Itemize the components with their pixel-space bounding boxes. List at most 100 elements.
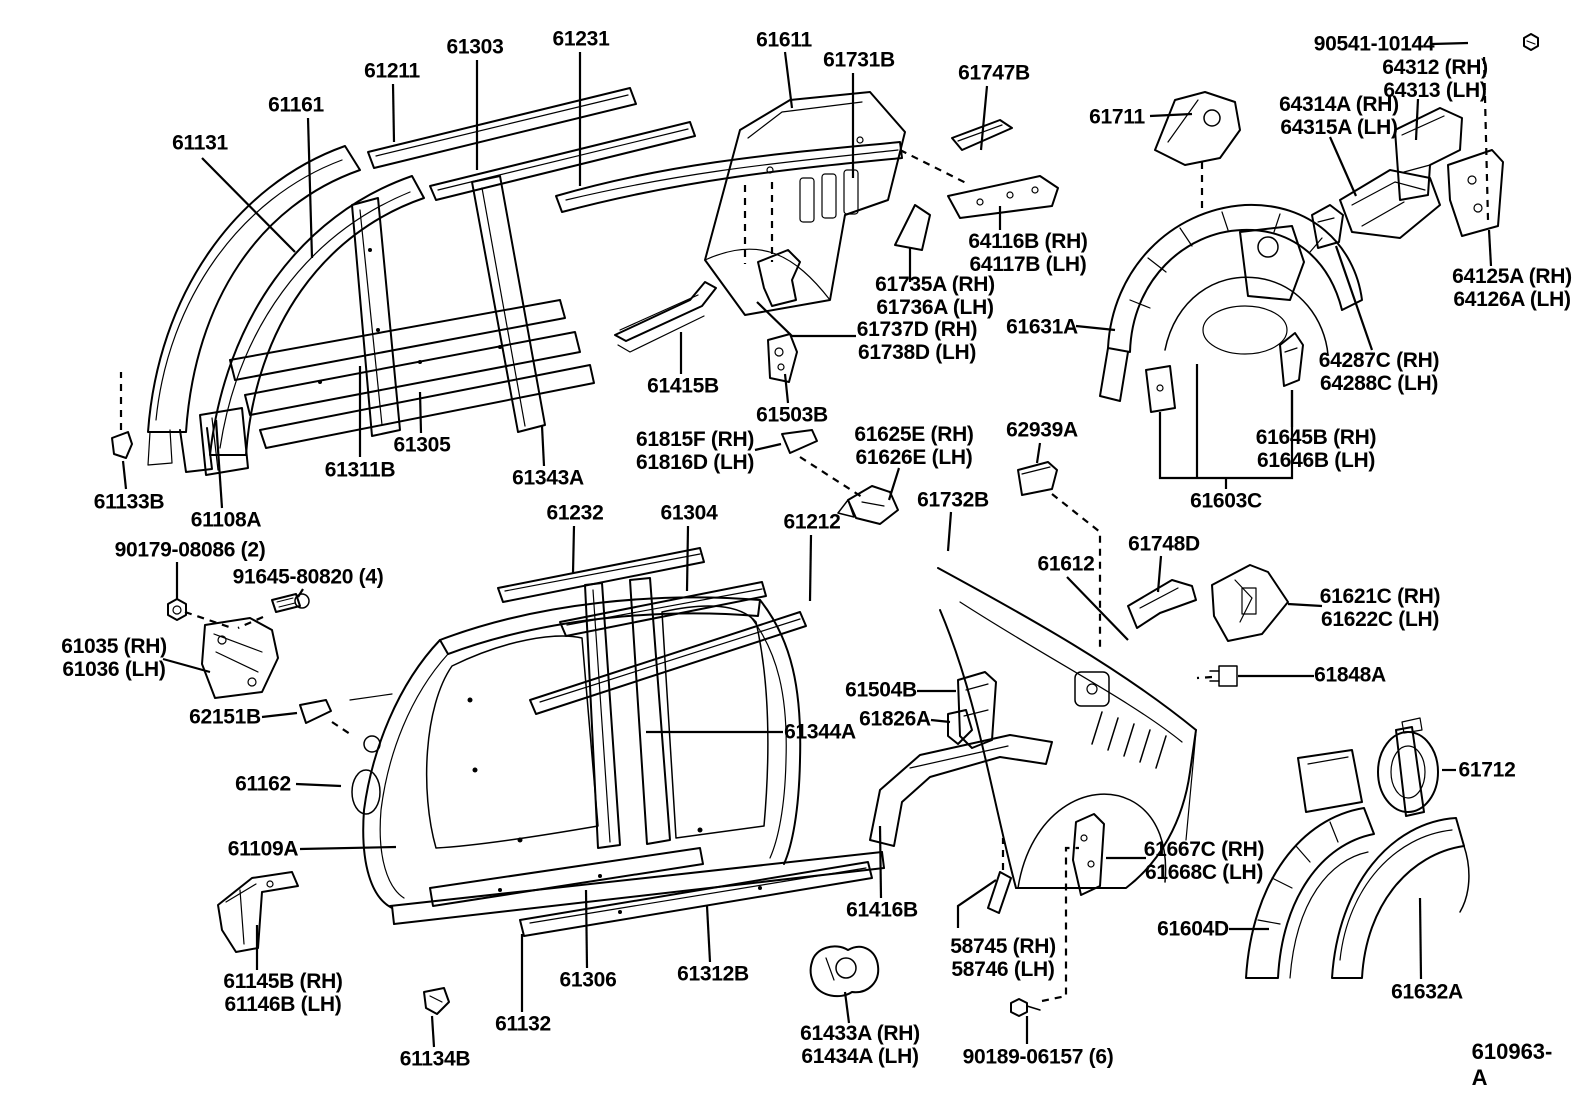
part-61311B-pillar-sketch [351,197,401,437]
part-label-90179-08086: 90179-08086 (2) [114,538,266,562]
leader-line [584,889,589,969]
leader-line [571,525,576,574]
part-61212-molding-sketch [529,611,807,715]
part-label-61035-61036: 61035 (RH) 61036 (LH) [61,634,167,681]
part-90541-bolt-icon [1523,33,1539,51]
part-61304-rail-sketch [559,581,767,637]
part-label-61162: 61162 [235,772,291,796]
part-61133B-clip-sketch [111,431,133,459]
part-label-62151B: 62151B [189,705,261,729]
leader-line [756,301,856,338]
leader-line [783,51,794,109]
part-label-61735A-61736A: 61735A (RH) 61736A (LH) [875,272,995,319]
leader-line [705,905,712,963]
part-61416B-pillar-lower-sketch [869,734,1053,847]
part-61415B-sill-sketch [614,281,717,353]
leader-line [1066,576,1129,641]
leader-line-dashed [1482,56,1490,221]
part-61631A-wheelhouse-inner-sketch [1099,203,1363,413]
part-91645-screw-icon [271,593,310,613]
part-61826A-clip-sketch [947,709,973,745]
leader-line [843,991,851,1024]
part-61305-rocker-inner-sketch [229,299,595,449]
part-label-61632A: 61632A [1391,980,1463,1004]
part-label-61732B: 61732B [917,488,989,512]
part-label-61343A: 61343A [512,466,584,490]
part-label-61826A: 61826A [859,707,931,731]
part-label-61612: 61612 [1037,552,1095,576]
diagram-reference-code: 610963-A [1471,1039,1553,1090]
part-label-61667C-61668C: 61667C (RH) 61668C (LH) [1143,837,1265,884]
part-label-61415B: 61415B [647,374,719,398]
part-label-61625E-61626E: 61625E (RH) 61626E (LH) [854,422,974,469]
leader-line [1149,112,1193,118]
part-61503B-bracket-sketch [767,333,798,383]
leader-line [808,534,813,602]
part-label-91645-80820: 91645-80820 (4) [232,565,384,589]
leader-line [783,373,790,404]
part-61145B-bracket-sketch [217,871,299,953]
leader-line [1156,555,1163,593]
leader-line [887,467,901,501]
part-61211-roof-rail-sketch [367,87,637,169]
leader-line [1414,98,1420,141]
part-61645B-bracket-sketch [1279,332,1304,387]
part-label-61108A: 61108A [190,508,262,532]
part-label-61604D: 61604D [1157,917,1229,941]
part-62939A-spacer-sketch [1017,461,1058,496]
leader-line [306,117,314,259]
leader-line [754,442,782,452]
part-label-61133B: 61133B [93,490,165,514]
part-61711-bracket-sketch [1154,91,1241,166]
part-label-61311B: 61311B [324,458,396,482]
part-label-61815F-61816D: 61815F (RH) 61816D (LH) [635,427,755,474]
part-label-61303: 61303 [446,35,504,59]
part-label-61304: 61304 [660,501,718,525]
part-label-61231: 61231 [552,27,610,51]
part-label-61504B: 61504B [845,678,917,702]
part-label-61306: 61306 [559,968,617,992]
part-label-61631A: 61631A [1006,315,1078,339]
part-61815F-pad-sketch [781,429,818,454]
leader-line [201,157,296,253]
part-61433A-grommet-sketch [809,945,880,998]
part-label-61232: 61232 [546,501,604,525]
leader-line [214,419,224,509]
part-61712-panel-sketch [1377,717,1439,817]
leader-line [430,1015,436,1048]
part-body-side-outer-sketch [349,577,885,925]
part-label-61611: 61611 [756,28,812,52]
part-label-61731B: 61731B [823,48,895,72]
part-label-61748D: 61748D [1128,532,1200,556]
part-label-64312-64313: 64312 (RH) 64313 (LH) [1382,55,1488,102]
part-61231-roof-side-rail-sketch [555,141,903,213]
leader-line-dashed [1196,675,1213,680]
part-61306-rocker-sketch [429,847,704,907]
leader-line [540,425,546,467]
part-62151B-pad-sketch [299,699,332,724]
leader-line-dashed [184,610,233,630]
part-label-61712: 61712 [1458,758,1516,782]
leader-line [297,588,304,598]
part-61748D-bracket-sketch [1127,579,1197,629]
part-label-61711: 61711 [1089,105,1145,129]
part-64125A-bracket-sketch [1447,149,1504,237]
leader-line [1075,324,1116,332]
part-61735A-gusset-sketch [757,204,931,307]
part-label-62939A: 62939A [1006,418,1078,442]
part-61343A-pillar-sketch [471,175,546,433]
leader-line [1418,897,1423,980]
leader-line [261,711,298,719]
leader-line [299,845,397,851]
leader-line [1334,245,1374,351]
part-label-61305: 61305 [393,433,451,457]
part-label-64287C-64288C: 64287C (RH) 64288C (LH) [1318,348,1440,395]
part-64116B-bracket-sketch [947,175,1059,219]
part-61848A-clip-sketch [1209,665,1238,687]
leader-line [1035,442,1042,464]
leader-line [391,83,396,143]
leader-line [121,460,128,490]
part-label-61211: 61211 [364,59,420,83]
